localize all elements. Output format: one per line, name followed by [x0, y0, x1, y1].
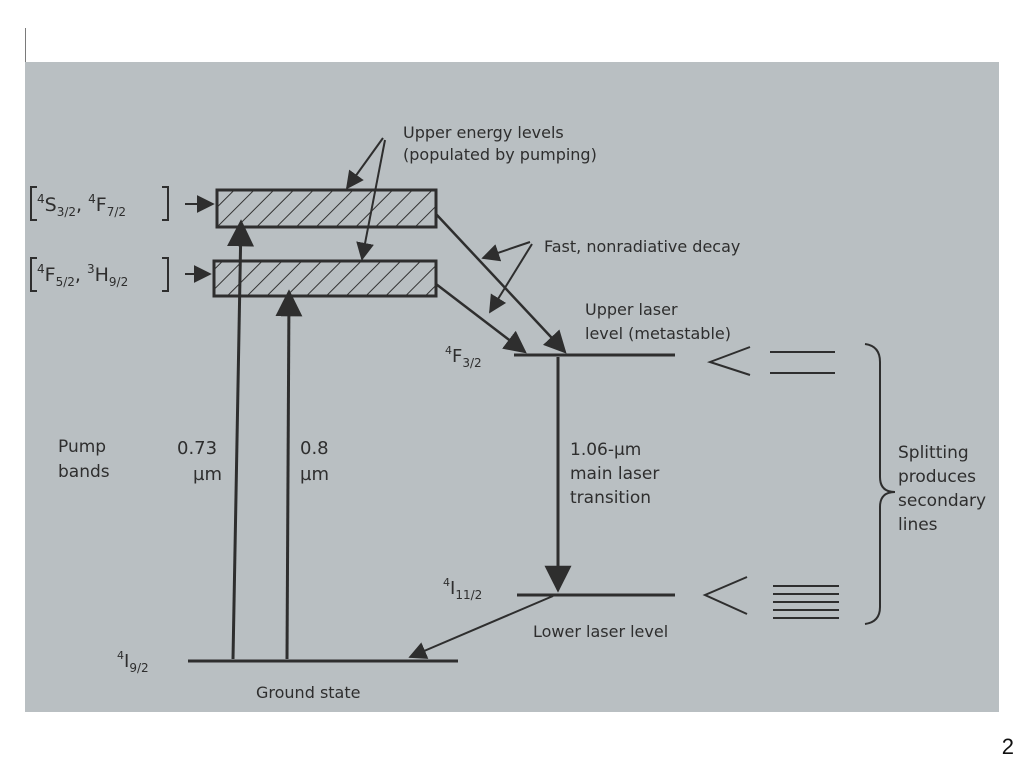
level-i92-label: 4I9/2	[117, 649, 149, 675]
pump2-wavelength-label: 0.8 µm	[300, 438, 334, 485]
laser-transition-label: 1.06-µm main laser transition	[570, 440, 665, 508]
pump-bands-label: Pump bands	[58, 437, 111, 482]
upper-note-arrow-2	[356, 139, 386, 261]
band1-bracket-left	[30, 186, 37, 221]
pump-arrow-08	[275, 289, 303, 660]
pump1-wavelength-label: 0.73 µm	[177, 438, 223, 485]
band2-label: 4F5/2, 3H9/2	[37, 262, 128, 289]
decay-note-arrow-1	[481, 241, 531, 262]
lower-pump-band	[212, 259, 438, 298]
energy-level-diagram: 4S3/2, 4F7/2 4F5/2, 3H9/2 Upper energy l…	[30, 123, 992, 702]
upper-split-wedge	[706, 346, 751, 376]
upper-note-arrow-1	[345, 137, 384, 190]
lower-decay-arrow	[408, 595, 554, 659]
level-i112-label: 4I11/2	[443, 576, 482, 602]
pump-arrow-073	[227, 219, 255, 660]
band2-bracket-left	[30, 257, 37, 292]
ground-state-label: Ground state	[256, 683, 360, 702]
band2-bracket-right	[162, 257, 169, 292]
band1-bracket-right	[162, 186, 169, 221]
decay-arrow-lower	[435, 283, 527, 354]
upper-levels-note: Upper energy levels (populated by pumpin…	[403, 123, 597, 164]
diagram-photo: 4S3/2, 4F7/2 4F5/2, 3H9/2 Upper energy l…	[25, 62, 999, 712]
band1-label: 4S3/2, 4F7/2	[37, 192, 126, 219]
upper-pump-band	[215, 188, 438, 229]
splitting-brace	[864, 343, 896, 625]
lower-laser-level-label: Lower laser level	[533, 622, 668, 641]
slide-border-line	[25, 28, 26, 62]
decay-arrow-upper	[435, 213, 567, 354]
page-number: 2	[1001, 734, 1014, 759]
decay-note: Fast, nonradiative decay	[544, 237, 740, 256]
splitting-label: Splitting produces secondary lines	[898, 443, 992, 535]
decay-note-arrow-2	[489, 243, 533, 314]
upper-laser-level-note: Upper laser level (metastable)	[585, 300, 731, 343]
lower-split-wedge	[702, 576, 748, 615]
level-f32-label: 4F3/2	[445, 344, 482, 370]
